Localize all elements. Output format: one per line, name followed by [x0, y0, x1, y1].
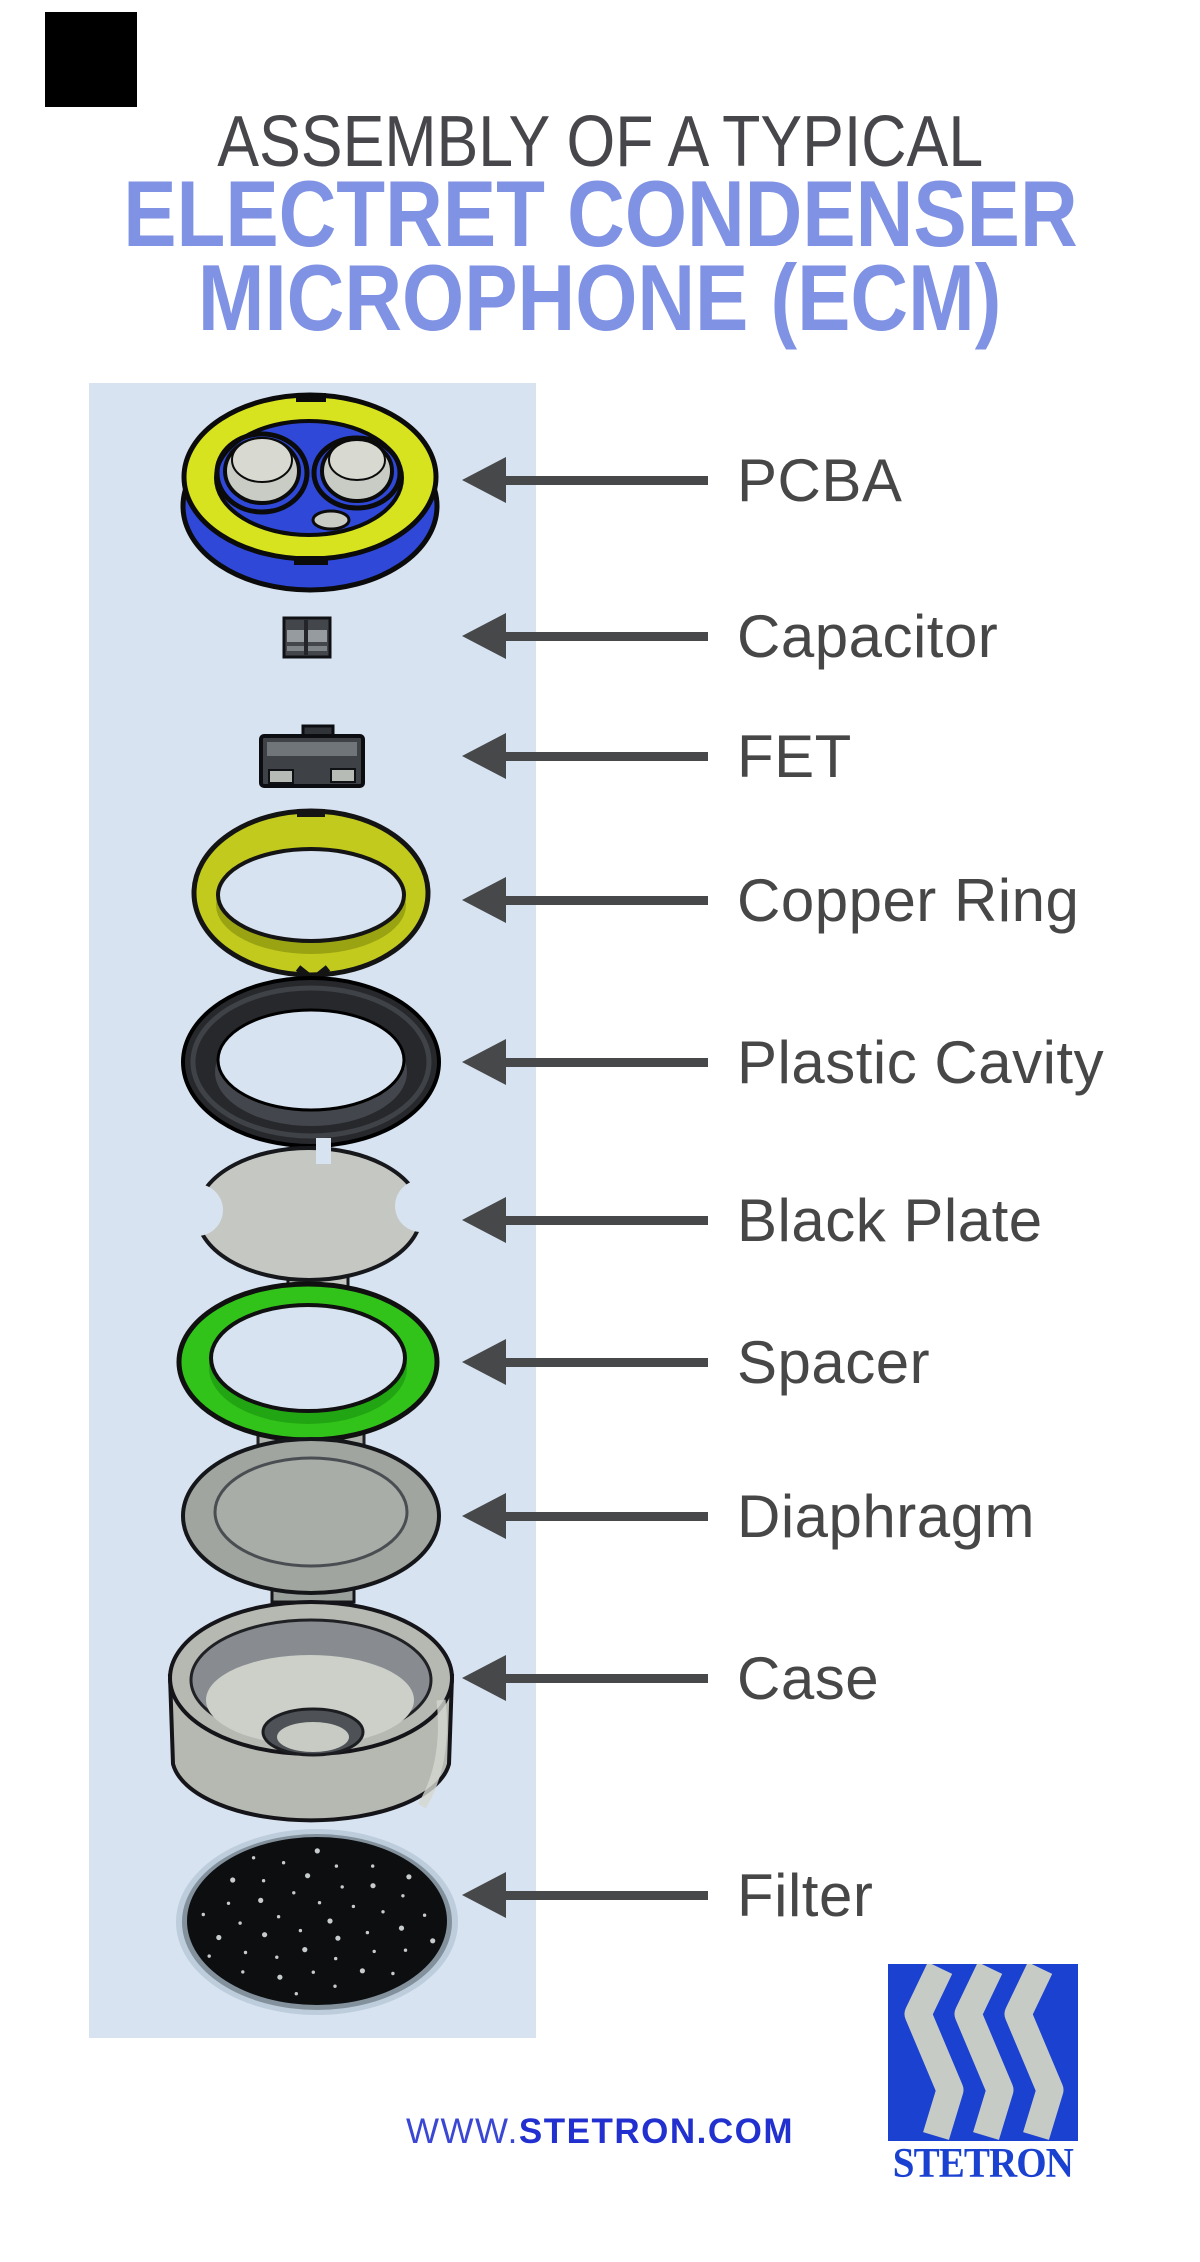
part-label: Plastic Cavity [737, 1028, 1105, 1096]
stetron-logo [888, 1962, 1078, 2141]
part-row-copper-ring: Copper Ring [462, 866, 1080, 934]
part-row-black-plate: Black Plate [462, 1186, 1043, 1254]
arrow-left-icon [462, 1039, 708, 1085]
spacer-image [176, 1281, 440, 1452]
part-label: FET [737, 722, 852, 790]
website-url: WWW.STETRON.COM [0, 2112, 1200, 2152]
title-line-1-text: ASSEMBLY OF A TYPICAL [217, 102, 983, 182]
corner-mark [45, 12, 137, 107]
arrow-left-icon [462, 1197, 708, 1243]
arrow-left-icon [462, 457, 708, 503]
part-label: Copper Ring [737, 866, 1080, 934]
black-plate-image [171, 1138, 447, 1300]
case-image [167, 1600, 455, 1823]
capacitor-image [282, 616, 332, 659]
logo-wordmark-text: STETRON [892, 2141, 1074, 2187]
fet-image [259, 724, 365, 788]
part-row-capacitor: Capacitor [462, 602, 999, 670]
arrow-left-icon [462, 1493, 708, 1539]
filter-image [176, 1829, 458, 2015]
pcba-image [180, 392, 440, 593]
part-label: Capacitor [737, 602, 999, 670]
part-label: Black Plate [737, 1186, 1043, 1254]
arrow-left-icon [462, 1872, 708, 1918]
part-label: Filter [737, 1861, 874, 1929]
arrow-left-icon [462, 1339, 708, 1385]
title-line-3-text: MICROPHONE (ECM) [198, 245, 1002, 350]
part-row-spacer: Spacer [462, 1328, 931, 1396]
stetron-chevrons-icon [904, 1962, 1064, 2140]
title-line-2: ELECTRET CONDENSER [0, 161, 1200, 266]
title-line-1: ASSEMBLY OF A TYPICAL [0, 104, 1200, 180]
diaphragm-image [181, 1437, 441, 1604]
arrow-left-icon [462, 733, 708, 779]
part-row-case: Case [462, 1644, 880, 1712]
part-label: Diaphragm [737, 1482, 1035, 1550]
arrow-left-icon [462, 1655, 708, 1701]
url-prefix: WWW. [405, 2112, 519, 2151]
part-label: Spacer [737, 1328, 931, 1396]
arrow-left-icon [462, 613, 708, 659]
url-domain: STETRON.COM [518, 2112, 794, 2151]
part-label: PCBA [737, 446, 903, 514]
part-label: Case [737, 1644, 880, 1712]
part-row-plastic-cavity: Plastic Cavity [462, 1028, 1105, 1096]
part-row-fet: FET [462, 722, 852, 790]
part-row-filter: Filter [462, 1861, 874, 1929]
logo-wordmark: STETRON [878, 2140, 1088, 2188]
part-row-diaphragm: Diaphragm [462, 1482, 1035, 1550]
title-line-3: MICROPHONE (ECM) [0, 245, 1200, 350]
copper-ring-image [191, 808, 431, 985]
plastic-cavity-image [181, 976, 441, 1148]
arrow-left-icon [462, 877, 708, 923]
title-line-2-text: ELECTRET CONDENSER [122, 161, 1078, 266]
part-row-pcba: PCBA [462, 446, 903, 514]
